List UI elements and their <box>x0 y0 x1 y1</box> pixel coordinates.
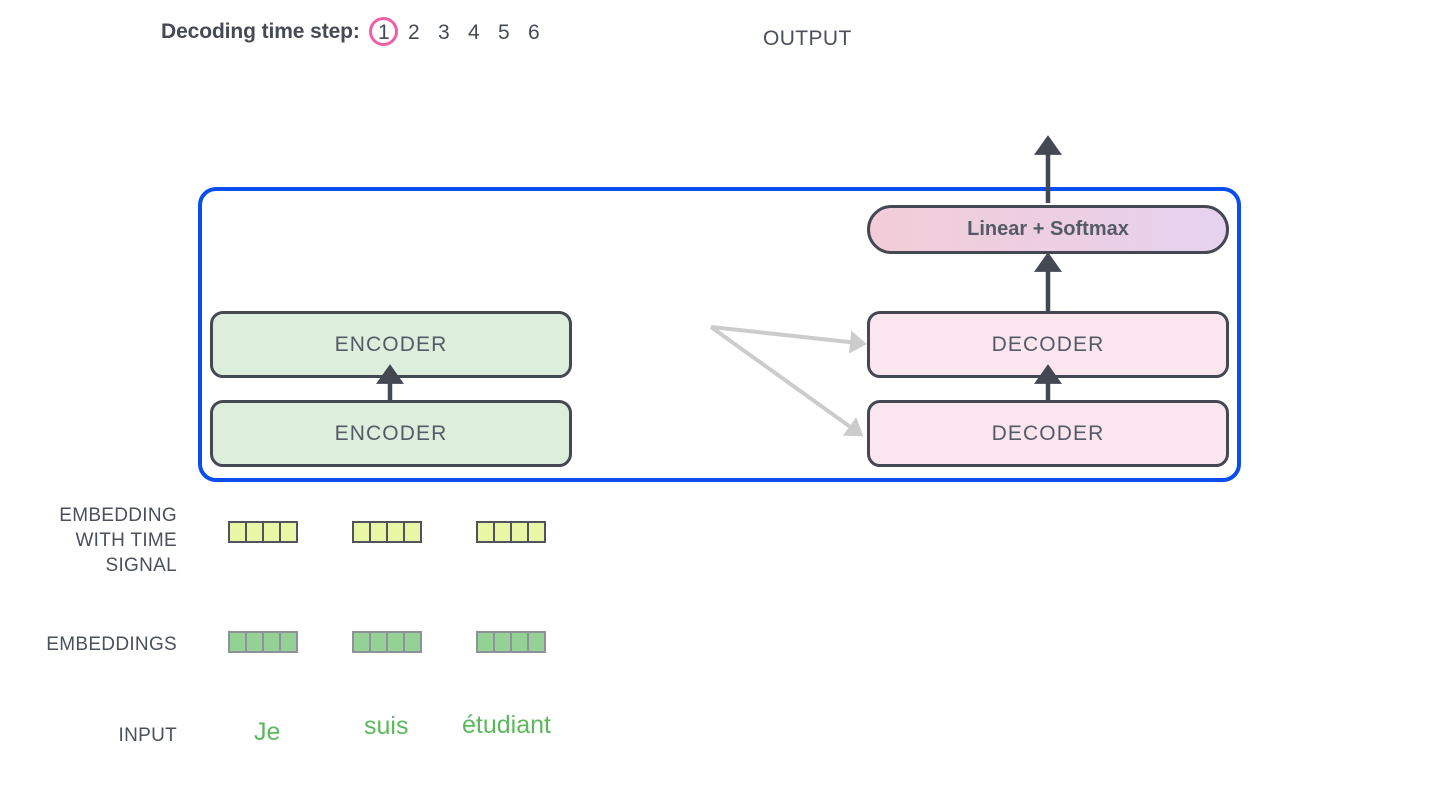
linear-softmax-box[interactable]: Linear + Softmax <box>867 205 1229 254</box>
embeddings-label: EMBEDDINGS <box>46 634 177 655</box>
decoding-time-step-label: Decoding time step: <box>161 20 360 43</box>
decoding-step-1[interactable]: 1 <box>368 17 399 46</box>
decoder-box-top[interactable]: DECODER <box>867 311 1229 378</box>
input-label: INPUT <box>118 725 177 746</box>
vector-cell <box>279 631 298 653</box>
active-step-circle-icon <box>368 17 398 46</box>
time-signal-vector-group <box>228 521 298 543</box>
decoding-time-step-row: Decoding time step: 1 2 3 4 5 6 <box>161 17 549 46</box>
decoding-step-4[interactable]: 4 <box>467 20 480 44</box>
decoder-box-bottom[interactable]: DECODER <box>867 400 1229 467</box>
time-signal-vector-group <box>352 521 422 543</box>
vector-cell <box>403 521 422 543</box>
vector-cell <box>279 521 298 543</box>
embedding-vector-group <box>352 631 422 653</box>
input-word: suis <box>364 712 409 740</box>
vector-cell <box>527 631 546 653</box>
decoding-step-3[interactable]: 3 <box>437 20 450 44</box>
embedding-with-time-signal-label: EMBEDDING WITH TIME SIGNAL <box>59 505 177 576</box>
output-label: OUTPUT <box>763 27 852 50</box>
input-word: Je <box>254 718 281 746</box>
embedding-vector-group <box>476 631 546 653</box>
decoding-step-6[interactable]: 6 <box>527 20 540 44</box>
encoder-box-bottom[interactable]: ENCODER <box>210 400 572 467</box>
decoding-step-2[interactable]: 2 <box>407 20 420 44</box>
vector-cell <box>403 631 422 653</box>
time-signal-vector-group <box>476 521 546 543</box>
decoding-step-list: 1 2 3 4 5 6 <box>368 17 549 46</box>
encoder-box-top[interactable]: ENCODER <box>210 311 572 378</box>
vector-cell <box>527 521 546 543</box>
input-word: étudiant <box>462 711 551 739</box>
decoding-step-5[interactable]: 5 <box>497 20 510 44</box>
embedding-vector-group <box>228 631 298 653</box>
